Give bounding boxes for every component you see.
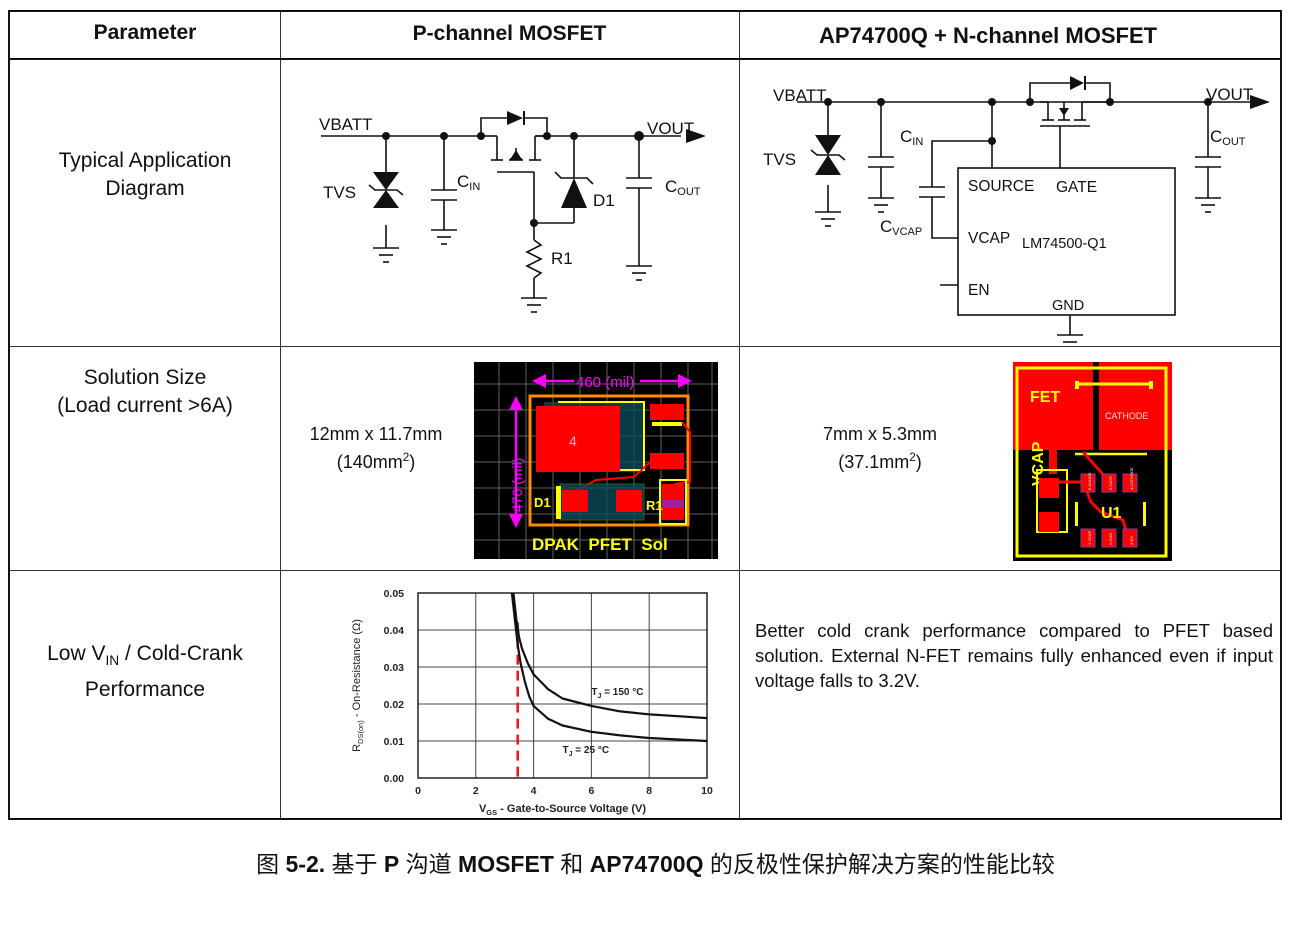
pin-source: SOURCE — [968, 178, 1034, 195]
pin-gate: GATE — [1056, 179, 1097, 196]
pfet-schematic: VBATT VOUT TVS CIN COUT D1 R1 — [319, 111, 706, 313]
layout-height-dim: 470 (mil) — [509, 458, 525, 512]
label-vout: VOUT — [647, 119, 694, 138]
pin-label: 6.ANODE — [1087, 472, 1092, 490]
x-tick-label: 0 — [415, 785, 421, 797]
nfet-area: (37.1mm2) — [838, 451, 922, 472]
pfet-area: (140mm2) — [336, 451, 416, 472]
layout-d1: D1 — [534, 495, 551, 510]
param-typical-application: Typical Application Diagram — [10, 60, 280, 290]
row-divider — [10, 58, 1280, 60]
y-tick-label: 0.05 — [384, 588, 405, 600]
pin-label: 1.VCAP — [1087, 530, 1092, 545]
nfet-schematic: VBATT VOUT TVS CIN COUT CVCAP SOURCE GAT… — [763, 76, 1270, 343]
param-cold-crank: Low VIN / Cold-Crank Performance — [10, 642, 280, 702]
label-tvs: TVS — [323, 183, 356, 202]
param-line: Diagram — [105, 177, 185, 200]
column-divider — [739, 12, 740, 818]
pin-vcap: VCAP — [968, 230, 1010, 247]
series-line-tj-25c — [510, 592, 708, 743]
param-line: Low VIN / Cold-Crank — [47, 642, 243, 669]
layout-u1: U1 — [1101, 505, 1122, 522]
series-label: TJ = 25 °C — [563, 745, 610, 758]
param-solution-size: Solution Size (Load current >6A) — [10, 352, 280, 432]
layout-vcap: VCAP — [1030, 441, 1047, 486]
param-line: (Load current >6A) — [57, 394, 233, 417]
label-vbatt: VBATT — [773, 86, 827, 105]
y-tick-label: 0.01 — [384, 736, 405, 748]
pfet-solution-size: 12mm x 11.7mm (140mm2) — [281, 420, 471, 476]
header-pchannel: P-channel MOSFET — [412, 22, 607, 45]
label-vout: VOUT — [1206, 85, 1253, 104]
pfet-pcb-layout: 460 (mil) 470 (mil) 4 D1 R1 DPAK PFET So… — [474, 362, 718, 559]
header-nchannel-part: AP74700Q — [819, 23, 928, 48]
y-tick-label: 0.04 — [384, 625, 405, 637]
pin-label: 2.GND — [1108, 533, 1113, 545]
layout-cathode: CATHODE — [1105, 411, 1148, 421]
x-axis-label: VGS - Gate-to-Source Voltage (V) — [479, 803, 646, 817]
y-tick-label: 0.03 — [384, 662, 405, 674]
nfet-cold-crank-description: Better cold crank performance compared t… — [755, 620, 1273, 691]
x-tick-label: 10 — [701, 785, 713, 797]
nfet-solution-size: 7mm x 5.3mm (37.1mm2) — [780, 420, 980, 476]
x-tick-label: 4 — [531, 785, 537, 797]
plot-frame — [417, 592, 708, 779]
pin-en: EN — [968, 282, 990, 299]
layout-width-dim: 460 (mil) — [576, 374, 634, 391]
label-cvcap: CVCAP — [880, 217, 922, 238]
series-label: TJ = 150 °C — [591, 687, 643, 700]
label-cout: COUT — [1210, 127, 1246, 148]
column-divider — [280, 12, 281, 818]
ic-name: LM74500-Q1 — [1022, 236, 1107, 252]
x-tick-label: 8 — [646, 785, 652, 797]
row-divider — [10, 570, 1280, 571]
x-tick-label: 6 — [588, 785, 594, 797]
y-tick-label: 0.02 — [384, 699, 405, 711]
pin-label: 5.GATE — [1108, 476, 1113, 490]
series-line-tj-150c — [512, 592, 708, 720]
layout-pad-4: 4 — [569, 433, 577, 449]
param-line: Solution Size — [83, 366, 207, 389]
figure-caption: 图 5-2. 基于 P 沟道 MOSFET 和 AP74700Q 的反极性保护解… — [256, 851, 1055, 877]
label-cin: CIN — [457, 172, 480, 193]
pin-label: 3.EN — [1129, 536, 1134, 545]
row-divider — [10, 346, 1280, 347]
pin-label: 4.CATHODE — [1129, 467, 1134, 490]
rds-on-chart: 0 2 4 6 8 10 0.00 0.01 0.02 0.03 0.04 0.05 TJ = 150 … — [302, 578, 730, 818]
param-line: Typical Application — [58, 149, 232, 172]
header-nchannel-rest: + N-channel MOSFET — [933, 23, 1158, 48]
label-d1: D1 — [593, 191, 615, 210]
nfet-pcb-layout: FET CATHODE VCAP U1 6.ANODE 5.GATE 4.CAT… — [1013, 362, 1172, 561]
label-vbatt: VBATT — [319, 115, 373, 134]
header-parameter: Parameter — [93, 21, 197, 44]
label-r1: R1 — [551, 249, 573, 268]
label-cout: COUT — [665, 177, 701, 198]
label-cin: CIN — [900, 127, 923, 148]
layout-title: DPAK PFET Sol — [532, 535, 668, 554]
pin-gnd: GND — [1052, 298, 1084, 314]
y-axis-label: RDS(on) - On-Resistance (Ω) — [351, 619, 365, 752]
layout-fet: FET — [1030, 389, 1060, 406]
x-tick-label: 2 — [473, 785, 479, 797]
header-nchannel: AP74700Q + N-channel MOSFET — [739, 14, 1280, 58]
label-tvs: TVS — [763, 150, 796, 169]
layout-r1: R1 — [646, 498, 663, 513]
nfet-dimensions: 7mm x 5.3mm — [822, 424, 937, 444]
comparison-table: Parameter P-channel MOSFET AP74700Q + N-… — [8, 10, 1282, 820]
y-tick-label: 0.00 — [384, 773, 405, 785]
param-line: Performance — [84, 677, 206, 701]
pfet-dimensions: 12mm x 11.7mm — [309, 424, 443, 444]
